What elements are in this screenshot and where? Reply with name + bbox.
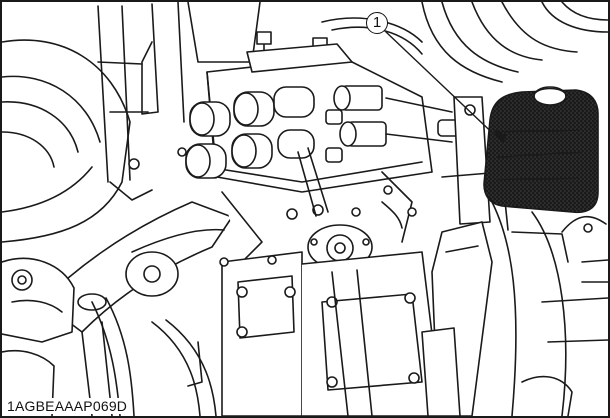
upper-hoses — [321, 2, 608, 83]
rear-frame-posts — [97, 2, 261, 201]
callout-number: 1 — [366, 12, 388, 34]
bolts — [128, 147, 417, 267]
callout-leader — [385, 31, 507, 143]
hydraulic-couplers — [185, 86, 315, 179]
right-side-linkage — [491, 201, 608, 416]
left-fender — [2, 39, 131, 243]
top-link-rod — [297, 147, 413, 243]
figure-code: 1AGBEAAAP069D — [6, 398, 131, 414]
left-hitch — [2, 257, 113, 416]
right-lift-arm — [421, 221, 493, 416]
right-couplers — [325, 85, 471, 163]
reservoir-bracket — [441, 96, 509, 231]
center-gear-case — [221, 251, 443, 416]
coolant-reserve-tank — [483, 86, 599, 214]
